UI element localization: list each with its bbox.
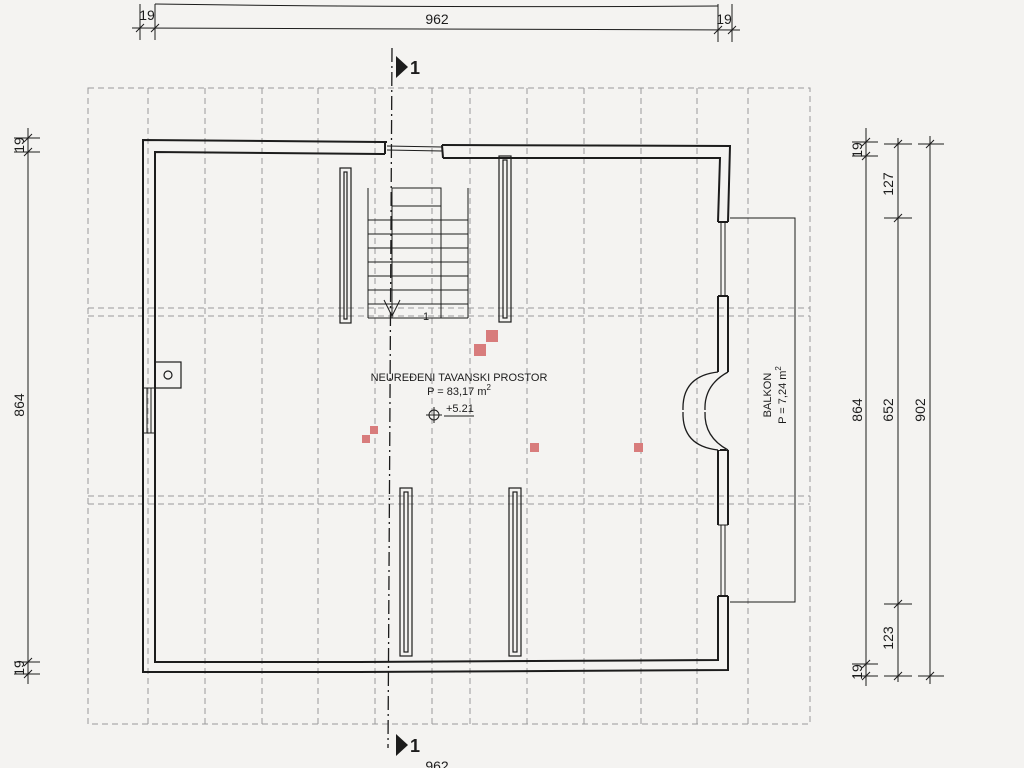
right-dimension-lines [852,128,944,686]
right-b-dim-top: 127 [880,172,896,196]
balcony-outline [730,217,796,603]
right-a-dim-bottom: 19 [849,664,865,680]
windows [143,145,729,596]
right-c-dim-total: 902 [912,398,928,422]
left-dim-bottom: 19 [11,660,27,676]
left-dimension-line [14,128,40,684]
balcony-door [682,371,730,451]
bottom-dim-total: 962 [425,758,449,768]
top-dim-right: 19 [716,11,732,27]
room-area: P = 83,17 m2 [427,383,491,398]
balcony-area-sup: 2 [774,366,783,371]
section-marker-top: 1 [396,56,420,78]
top-dimension-line [131,3,741,42]
staircase [367,187,469,319]
room-name: NEUREĐENI TAVANSKI PROSTOR [371,372,548,384]
room-area-sup: 2 [486,383,491,392]
markers [362,330,643,452]
section-marker-bottom-label: 1 [410,736,420,756]
stair-section-label: 1 [423,311,429,323]
right-b-dim-mid: 652 [880,398,896,422]
balcony-area: P = 7,24 m2 [774,366,789,424]
chimney [154,361,182,389]
roof-rafter-grid [87,87,811,725]
left-dim-top: 19 [11,137,27,153]
left-dim-total: 864 [11,393,27,417]
balcony-name: BALKON [762,373,774,418]
level-symbol [426,407,474,423]
section-marker-top-label: 1 [410,58,420,78]
section-marker-bottom: 1 [396,734,420,756]
right-a-dim-total: 864 [849,398,865,422]
top-dim-total: 962 [425,11,449,27]
level-value: +5.21 [446,403,474,415]
section-axis-line [387,47,393,749]
right-a-dim-top: 19 [849,142,865,158]
balcony-area-value: P = 7,24 m [777,371,789,424]
top-dim-left: 19 [139,7,155,23]
roof-beams [339,155,522,657]
right-b-dim-bottom: 123 [880,626,896,650]
room-area-value: P = 83,17 m [427,386,486,398]
